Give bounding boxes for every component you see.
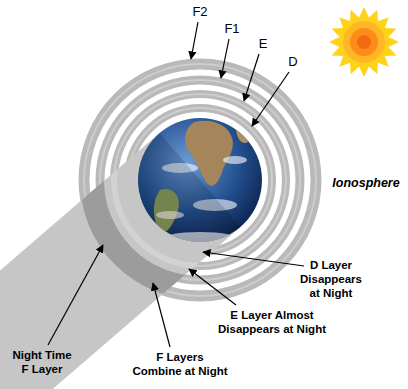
leader-arrow bbox=[252, 72, 289, 126]
layer-label: F1 bbox=[224, 22, 239, 36]
leader-arrows bbox=[48, 22, 304, 347]
cloud bbox=[223, 156, 247, 164]
sun bbox=[329, 7, 399, 77]
leader-arrow bbox=[189, 269, 236, 305]
callout-note: D Layer Disappears at Night bbox=[298, 258, 364, 300]
arabia-land bbox=[236, 128, 249, 143]
layer-label: F2 bbox=[192, 5, 207, 19]
leader-arrow bbox=[203, 252, 304, 266]
leader-arrow bbox=[48, 245, 103, 345]
sun-center bbox=[357, 35, 371, 49]
e-layer-ring bbox=[114, 94, 286, 266]
layer-label: E bbox=[259, 37, 268, 51]
callout-note: Night Time F Layer bbox=[11, 348, 73, 376]
leader-arrow bbox=[191, 22, 198, 59]
sun-disc bbox=[343, 21, 385, 63]
ring-highlight bbox=[114, 94, 286, 266]
earth-ocean bbox=[138, 118, 262, 242]
callout-note: F Layers Combine at Night bbox=[131, 350, 229, 378]
earth bbox=[138, 118, 262, 248]
layer-label: D bbox=[288, 55, 297, 69]
region-label: Ionosphere bbox=[332, 176, 399, 190]
callout-note: E Layer Almost Disappears at Night bbox=[214, 308, 330, 336]
earth-surface bbox=[138, 118, 262, 248]
faint-e-layer bbox=[114, 94, 286, 266]
sun-core bbox=[350, 28, 378, 56]
earth-night-side bbox=[138, 118, 262, 242]
night-rings bbox=[92, 72, 308, 288]
leader-arrow bbox=[244, 54, 259, 101]
leader-arrow bbox=[221, 39, 229, 78]
night-f-layer bbox=[92, 72, 308, 288]
sun-rays bbox=[329, 7, 399, 77]
leader-arrow bbox=[153, 283, 170, 347]
